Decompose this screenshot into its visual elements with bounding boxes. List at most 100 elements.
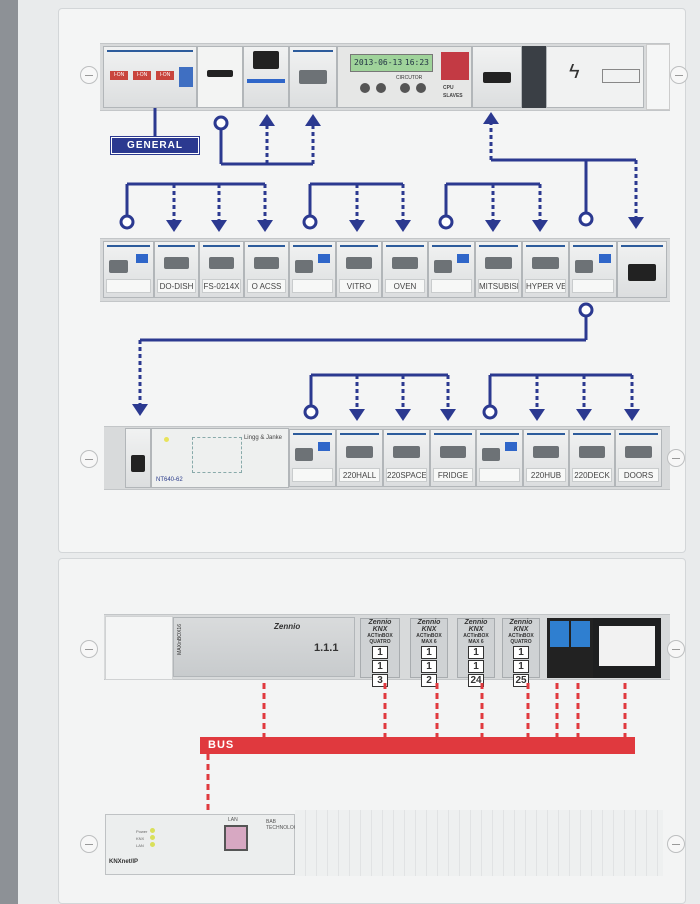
- circuit-breaker[interactable]: HYPER VENT: [522, 241, 569, 298]
- rcbo-breaker[interactable]: [289, 241, 336, 298]
- toggle-lever[interactable]: [294, 259, 313, 273]
- main-breaker-4p[interactable]: I-ON I-ON I-ON: [103, 46, 197, 108]
- panel-screw: [667, 449, 685, 467]
- timer-right-button[interactable]: [376, 83, 386, 93]
- breaker-mark: I-ON: [156, 71, 174, 80]
- circuit-label: [106, 279, 151, 293]
- circuit-breaker[interactable]: OVEN: [382, 241, 428, 298]
- toggle-lever[interactable]: [108, 259, 129, 273]
- toggle-lever[interactable]: [574, 259, 593, 273]
- toggle-lever[interactable]: [294, 447, 313, 462]
- circuit-label: 220DECK: [572, 468, 612, 482]
- toggle-lever[interactable]: [439, 445, 467, 458]
- address-digit: 1: [468, 646, 484, 659]
- schneider-relay[interactable]: [197, 46, 243, 108]
- timer-date: 2013-06-13: [354, 58, 403, 67]
- stripe: [573, 245, 613, 247]
- stripe: [387, 433, 426, 435]
- circuit-label: [292, 279, 333, 293]
- schneider-breaker[interactable]: [617, 241, 667, 298]
- brand-label: Zennio KNX: [509, 619, 533, 633]
- circuit-label: [572, 279, 614, 293]
- toggle-lever[interactable]: [253, 257, 280, 270]
- cpu-led-label: CPU: [443, 85, 454, 91]
- timer-up-button[interactable]: [400, 83, 410, 93]
- stripe: [480, 433, 519, 435]
- blank-cover: [295, 810, 663, 876]
- stripe: [621, 245, 663, 247]
- rcbo-breaker[interactable]: [289, 429, 336, 487]
- panel-screw: [667, 835, 685, 853]
- source-node-icon: [302, 214, 318, 230]
- lan-port[interactable]: [224, 825, 248, 851]
- toggle-lever[interactable]: [163, 257, 190, 270]
- circuit-breaker[interactable]: 220HALL: [336, 429, 383, 487]
- rcbo-breaker[interactable]: [569, 241, 617, 298]
- surge-protector[interactable]: [243, 46, 289, 108]
- address-digit: 1: [372, 646, 388, 659]
- panel-screw: [80, 450, 98, 468]
- address-digit: 1: [421, 646, 437, 659]
- circuit-breaker[interactable]: MITSUBISHI: [475, 241, 522, 298]
- schneider-breaker[interactable]: [472, 46, 522, 108]
- source-node-icon: [119, 214, 135, 230]
- circuit-label: 220SPACE: [386, 468, 427, 482]
- stripe: [432, 245, 471, 247]
- led-label: Power: [136, 829, 148, 834]
- circuit-breaker[interactable]: 220DECK: [569, 429, 615, 487]
- blank-cover: [105, 616, 173, 680]
- contactor[interactable]: [289, 46, 337, 108]
- circuit-breaker[interactable]: O ACSS: [244, 241, 289, 298]
- model-label: ACTinBOX MAX 6: [416, 633, 442, 645]
- panel-screw: [80, 640, 98, 658]
- circuit-label: 220HUB: [526, 468, 566, 482]
- circuit-breaker[interactable]: FS-0214X: [199, 241, 244, 298]
- circuit-breaker[interactable]: DOORS: [615, 429, 662, 487]
- timer-left-button[interactable]: [360, 83, 370, 93]
- led-label: KNX: [136, 836, 145, 841]
- toggle-lever[interactable]: [433, 259, 452, 273]
- address-digit: 1: [421, 660, 437, 673]
- toggle-lever[interactable]: [481, 447, 500, 462]
- toggle-lever[interactable]: [578, 445, 606, 458]
- toggle-lever[interactable]: [625, 445, 652, 458]
- address-digit: 2: [421, 674, 437, 687]
- toggle-lever[interactable]: [532, 445, 560, 458]
- arrow-down-icon: [349, 409, 365, 421]
- circutor-timer[interactable]: 2013-06-13 16:23 CIRCUTOR CPU SLAVES: [337, 46, 472, 108]
- circuit-breaker[interactable]: FRIDGE: [430, 429, 476, 487]
- blank-cover: [646, 44, 670, 110]
- zennio-maxinbox[interactable]: Zennio MAXinBOX16 1.1.1: [173, 617, 355, 677]
- toggle-lever[interactable]: [627, 264, 657, 281]
- timer-down-button[interactable]: [416, 83, 426, 93]
- toggle-lever[interactable]: [391, 257, 419, 270]
- knx-ip-gateway[interactable]: LAN BAB TECHNOLOGIE KNXnet/IP Power KNX …: [105, 814, 302, 875]
- toggle-lever[interactable]: [345, 257, 373, 270]
- circuit-breaker[interactable]: DO-DISH: [154, 241, 199, 298]
- panel-screw: [670, 66, 688, 84]
- circuit-label: O ACSS: [247, 279, 286, 293]
- knx-power-supply: Lingg & Janke NT640-62: [151, 428, 289, 488]
- toggle-lever[interactable]: [346, 445, 373, 458]
- schneider-breaker[interactable]: [125, 428, 151, 488]
- arrow-up-icon: [259, 114, 275, 126]
- toggle-lever[interactable]: [532, 257, 559, 270]
- terminal-block: [547, 618, 593, 678]
- circuit-breaker[interactable]: 220SPACE: [383, 429, 430, 487]
- panel-screw: [80, 835, 98, 853]
- arrow-down-icon: [628, 217, 644, 229]
- rcbo-breaker[interactable]: [476, 429, 523, 487]
- rcbo-breaker[interactable]: [103, 241, 154, 298]
- toggle-lever[interactable]: [393, 445, 420, 458]
- toggle-lever[interactable]: [485, 257, 512, 270]
- circuit-breaker[interactable]: 220HUB: [523, 429, 569, 487]
- panel-screw: [80, 66, 98, 84]
- toggle-lever[interactable]: [208, 257, 235, 270]
- circuit-breaker[interactable]: VITRO: [336, 241, 382, 298]
- rcbo-breaker[interactable]: [428, 241, 475, 298]
- circuit-label: [292, 468, 333, 482]
